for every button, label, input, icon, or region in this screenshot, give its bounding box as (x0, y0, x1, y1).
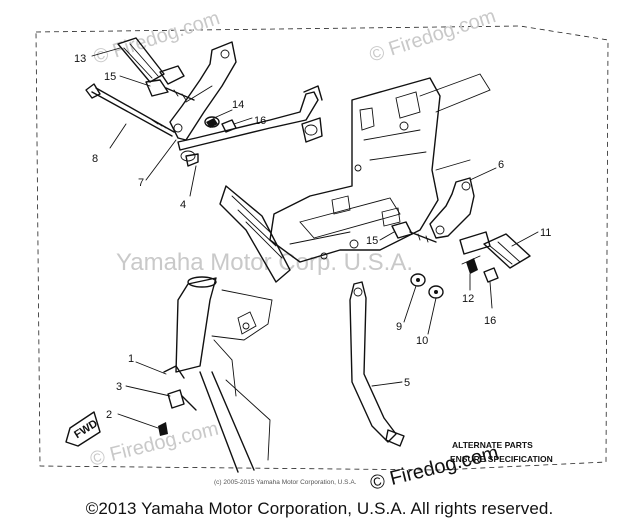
pin-nut-right (461, 255, 499, 283)
diagram-border (35, 25, 609, 471)
callout-3: 3 (116, 381, 122, 393)
callout-1: 1 (128, 353, 134, 365)
footpeg-left (117, 37, 185, 85)
footpeg-right (459, 231, 531, 269)
bolt-left (145, 79, 195, 101)
callout-6: 6 (498, 159, 504, 171)
callout-15b: 15 (366, 235, 378, 247)
small-hardware (158, 365, 197, 436)
watermark-top: © Firedog.com (367, 5, 499, 67)
callout-8: 8 (92, 153, 98, 165)
callout-15a: 15 (104, 71, 116, 83)
leader-lines (91, 47, 539, 429)
footrest-bracket-right (429, 177, 475, 239)
footrest-bar (177, 85, 323, 167)
frame-assembly (219, 73, 491, 283)
small-credit: (c) 2005-2015 Yamaha Motor Corporation, … (214, 479, 357, 486)
long-bolt (85, 83, 175, 137)
footrest-bracket-left (169, 41, 237, 141)
sidestand (349, 281, 405, 447)
callout-2: 2 (106, 409, 112, 421)
callout-9: 9 (396, 321, 402, 333)
fwd-arrow: FWD (65, 411, 101, 447)
washer-nut-left (204, 116, 237, 133)
fwd-label: FWD (72, 418, 100, 441)
steering-tube (175, 276, 273, 473)
callout-4: 4 (180, 199, 186, 211)
bolt-right (391, 221, 437, 243)
callout-13: 13 (74, 53, 86, 65)
callout-10: 10 (416, 335, 428, 347)
callout-11: 11 (540, 227, 551, 239)
copyright-footer: ©2013 Yamaha Motor Corporation, U.S.A. A… (85, 499, 554, 518)
note-line-1: ALTERNATE PARTS (452, 440, 533, 450)
callout-14: 14 (232, 99, 244, 111)
callout-16a: 16 (254, 115, 266, 127)
callout-5: 5 (404, 377, 410, 389)
note-line-2: ENSURE SPECIFICATION (450, 454, 553, 464)
callout-7: 7 (138, 177, 144, 189)
callout-16b: 16 (484, 315, 496, 327)
watermark-left: © Firedog.com (91, 7, 223, 69)
watermark-bottom-left: © Firedog.com (88, 418, 221, 471)
callout-12: 12 (462, 293, 474, 305)
